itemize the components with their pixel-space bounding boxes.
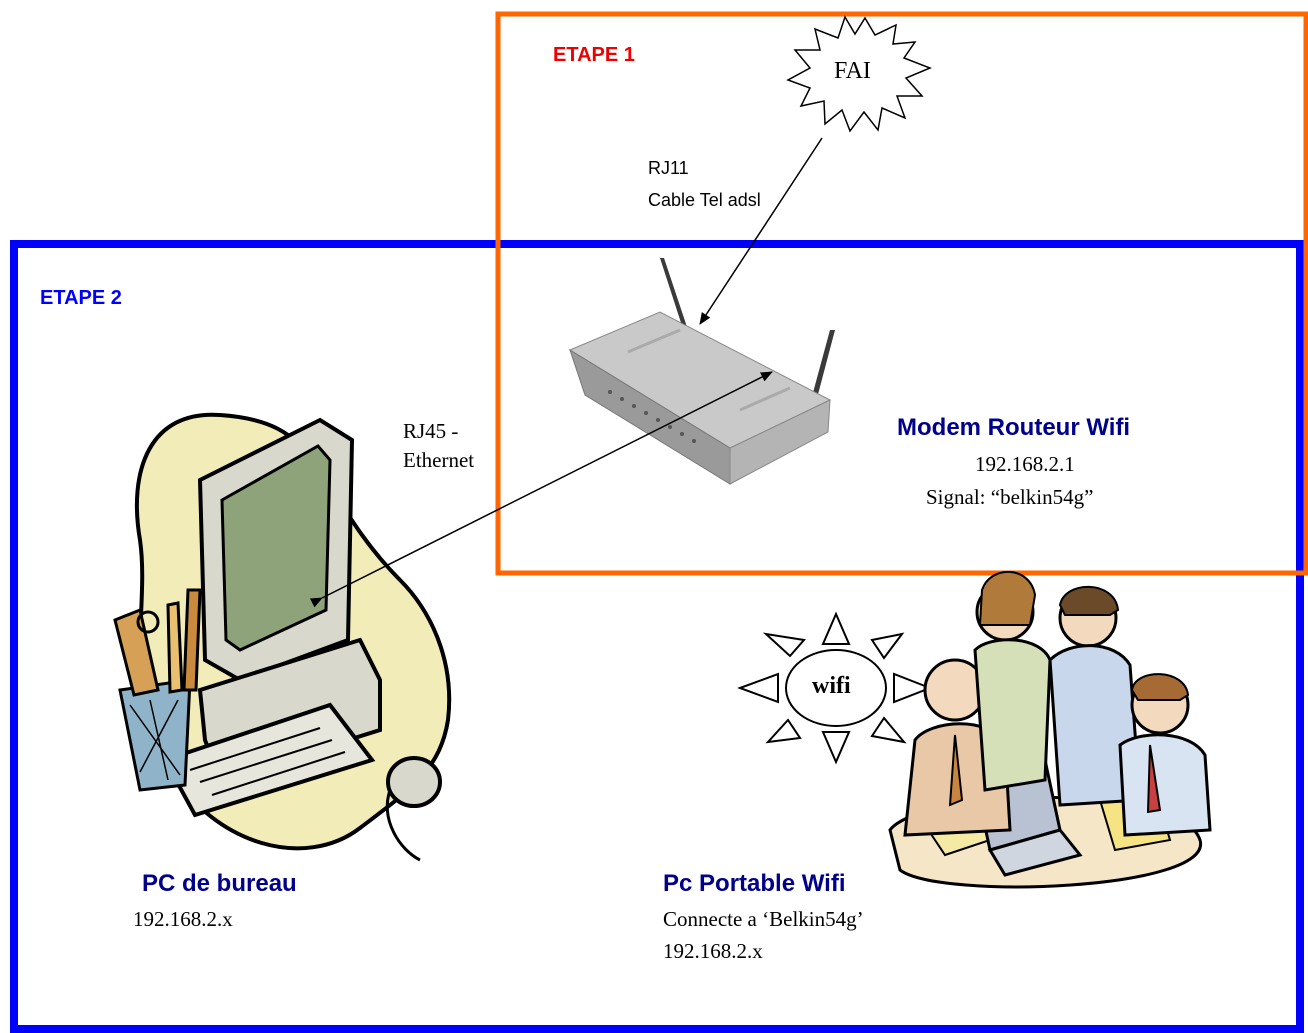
rj45-label-line1: RJ45 - <box>403 419 459 443</box>
step1-label: ETAPE 1 <box>553 44 635 66</box>
rj11-label-line2: Cable Tel adsl <box>648 190 761 210</box>
router-icon <box>568 258 835 485</box>
laptop-ip: 192.168.2.x <box>663 939 763 963</box>
laptop-status: Connecte a ‘Belkin54g’ <box>663 907 864 931</box>
router-ip: 192.168.2.1 <box>975 452 1075 476</box>
desktop-title: PC de bureau <box>142 870 297 897</box>
step2-label: ETAPE 2 <box>40 287 122 309</box>
desktop-computer-icon <box>113 412 452 862</box>
laptop-title: Pc Portable Wifi <box>663 870 846 897</box>
wifi-signal-icon <box>737 611 933 765</box>
rj45-label-line2: Ethernet <box>403 448 475 472</box>
rj11-arrow <box>699 137 823 325</box>
desktop-ip: 192.168.2.x <box>133 907 233 931</box>
step1-frame <box>495 11 1308 576</box>
router-title: Modem Routeur Wifi <box>897 414 1131 441</box>
starburst-icon <box>786 15 933 133</box>
router-signal: Signal: “belkin54g” <box>926 485 1094 509</box>
step2-frame <box>10 240 1304 1033</box>
wifi-label: wifi <box>812 673 851 699</box>
rj11-label-line1: RJ11 <box>648 158 689 178</box>
rj45-arrow <box>309 371 773 608</box>
people-laptop-icon <box>888 570 1212 889</box>
isp-label: FAI <box>834 58 871 84</box>
